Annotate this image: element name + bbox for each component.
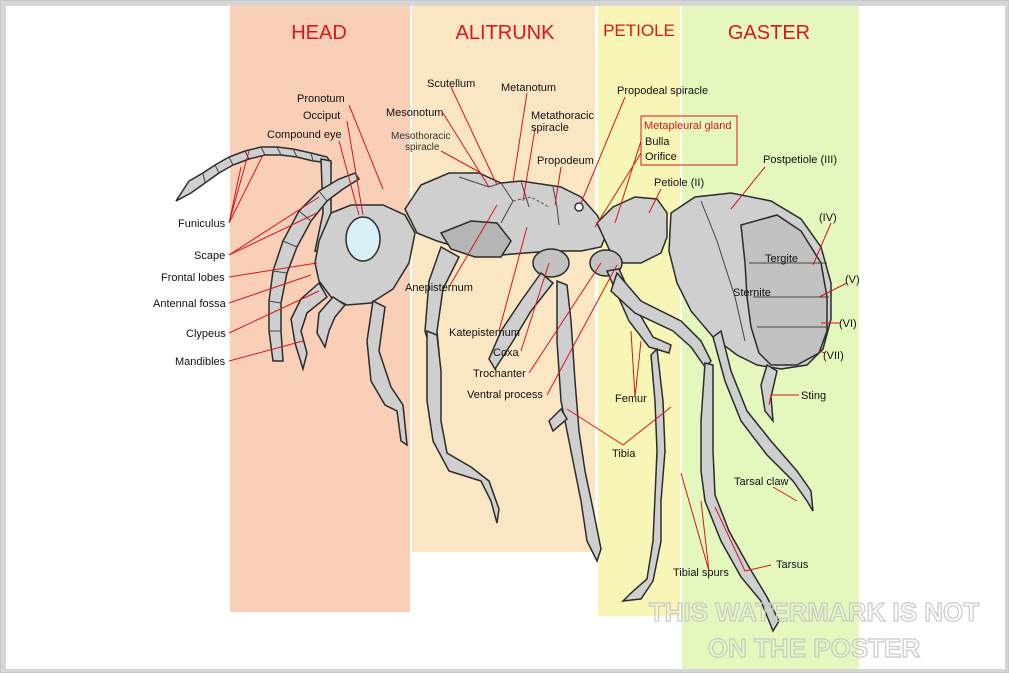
leader-lines [228, 86, 848, 572]
label-frontal-lobes: Frontal lobes [161, 272, 225, 284]
label-antennal-fossa: Antennal fossa [153, 298, 227, 310]
label-mesothoracic-spiracle-1: Mesothoracic [391, 131, 450, 142]
label-petiole-ii: Petiole (II) [654, 177, 704, 189]
label-ventral-process: Ventral process [467, 389, 543, 401]
label-mesonotum: Mesonotum [386, 107, 443, 119]
watermark-line-2: ON THE POSTER [708, 633, 921, 663]
label-propodeal-spiracle: Propodeal spiracle [617, 85, 708, 97]
section-title-gaster: GASTER [728, 22, 810, 44]
label-pronotum: Pronotum [297, 93, 345, 105]
label-tarsal-claw: Tarsal claw [734, 476, 788, 488]
label-coxa: Coxa [493, 347, 520, 359]
label-compound-eye: Compound eye [267, 129, 342, 141]
ant-anatomy-diagram: HEAD ALITRUNK PETIOLE GASTER [153, 6, 980, 669]
label-trochanter: Trochanter [473, 368, 526, 380]
watermark-line-1: THIS WATERMARK IS NOT [649, 597, 979, 627]
section-title-alitrunk: ALITRUNK [456, 22, 556, 44]
diagram-canvas: HEAD ALITRUNK PETIOLE GASTER [6, 6, 1005, 669]
label-scape: Scape [194, 250, 225, 262]
label-metathoracic-spiracle-2: spiracle [531, 122, 569, 134]
label-bulla: Bulla [645, 136, 670, 148]
label-tibia: Tibia [612, 448, 636, 460]
label-tarsus: Tarsus [776, 559, 809, 571]
label-femur: Femur [615, 393, 647, 405]
ant-illustration [175, 146, 832, 633]
label-seg-vi: (VI) [839, 318, 857, 330]
label-sting: Sting [801, 390, 826, 402]
label-seg-vii: (VII) [823, 350, 844, 362]
label-metapleural-gland: Metapleural gland [644, 120, 731, 132]
section-title-petiole: PETIOLE [603, 21, 675, 40]
label-orifice: Orifice [645, 151, 677, 163]
label-mesothoracic-spiracle-2: spiracle [405, 142, 440, 153]
label-metanotum: Metanotum [501, 82, 556, 94]
label-sternite: Sternite [733, 287, 771, 299]
label-anepisternum: Anepisternum [405, 282, 473, 294]
label-funiculus: Funiculus [178, 218, 226, 230]
label-tibial-spurs: Tibial spurs [673, 567, 729, 579]
label-metathoracic-spiracle-1: Metathoracic [531, 110, 594, 122]
labels: Pronotum Occiput Compound eye Funiculus … [153, 78, 860, 579]
label-katepisternum: Katepisternum [449, 327, 520, 339]
label-mandibles: Mandibles [175, 356, 226, 368]
label-occiput: Occiput [303, 110, 340, 122]
label-scutellum: Scutellum [427, 78, 475, 90]
label-propodeum: Propodeum [537, 155, 594, 167]
label-seg-v: (V) [845, 274, 860, 286]
label-seg-iv: (IV) [819, 212, 837, 224]
label-tergite: Tergite [765, 253, 798, 265]
label-postpetiole-iii: Postpetiole (III) [763, 154, 837, 166]
section-title-head: HEAD [291, 22, 347, 44]
label-clypeus: Clypeus [186, 328, 226, 340]
